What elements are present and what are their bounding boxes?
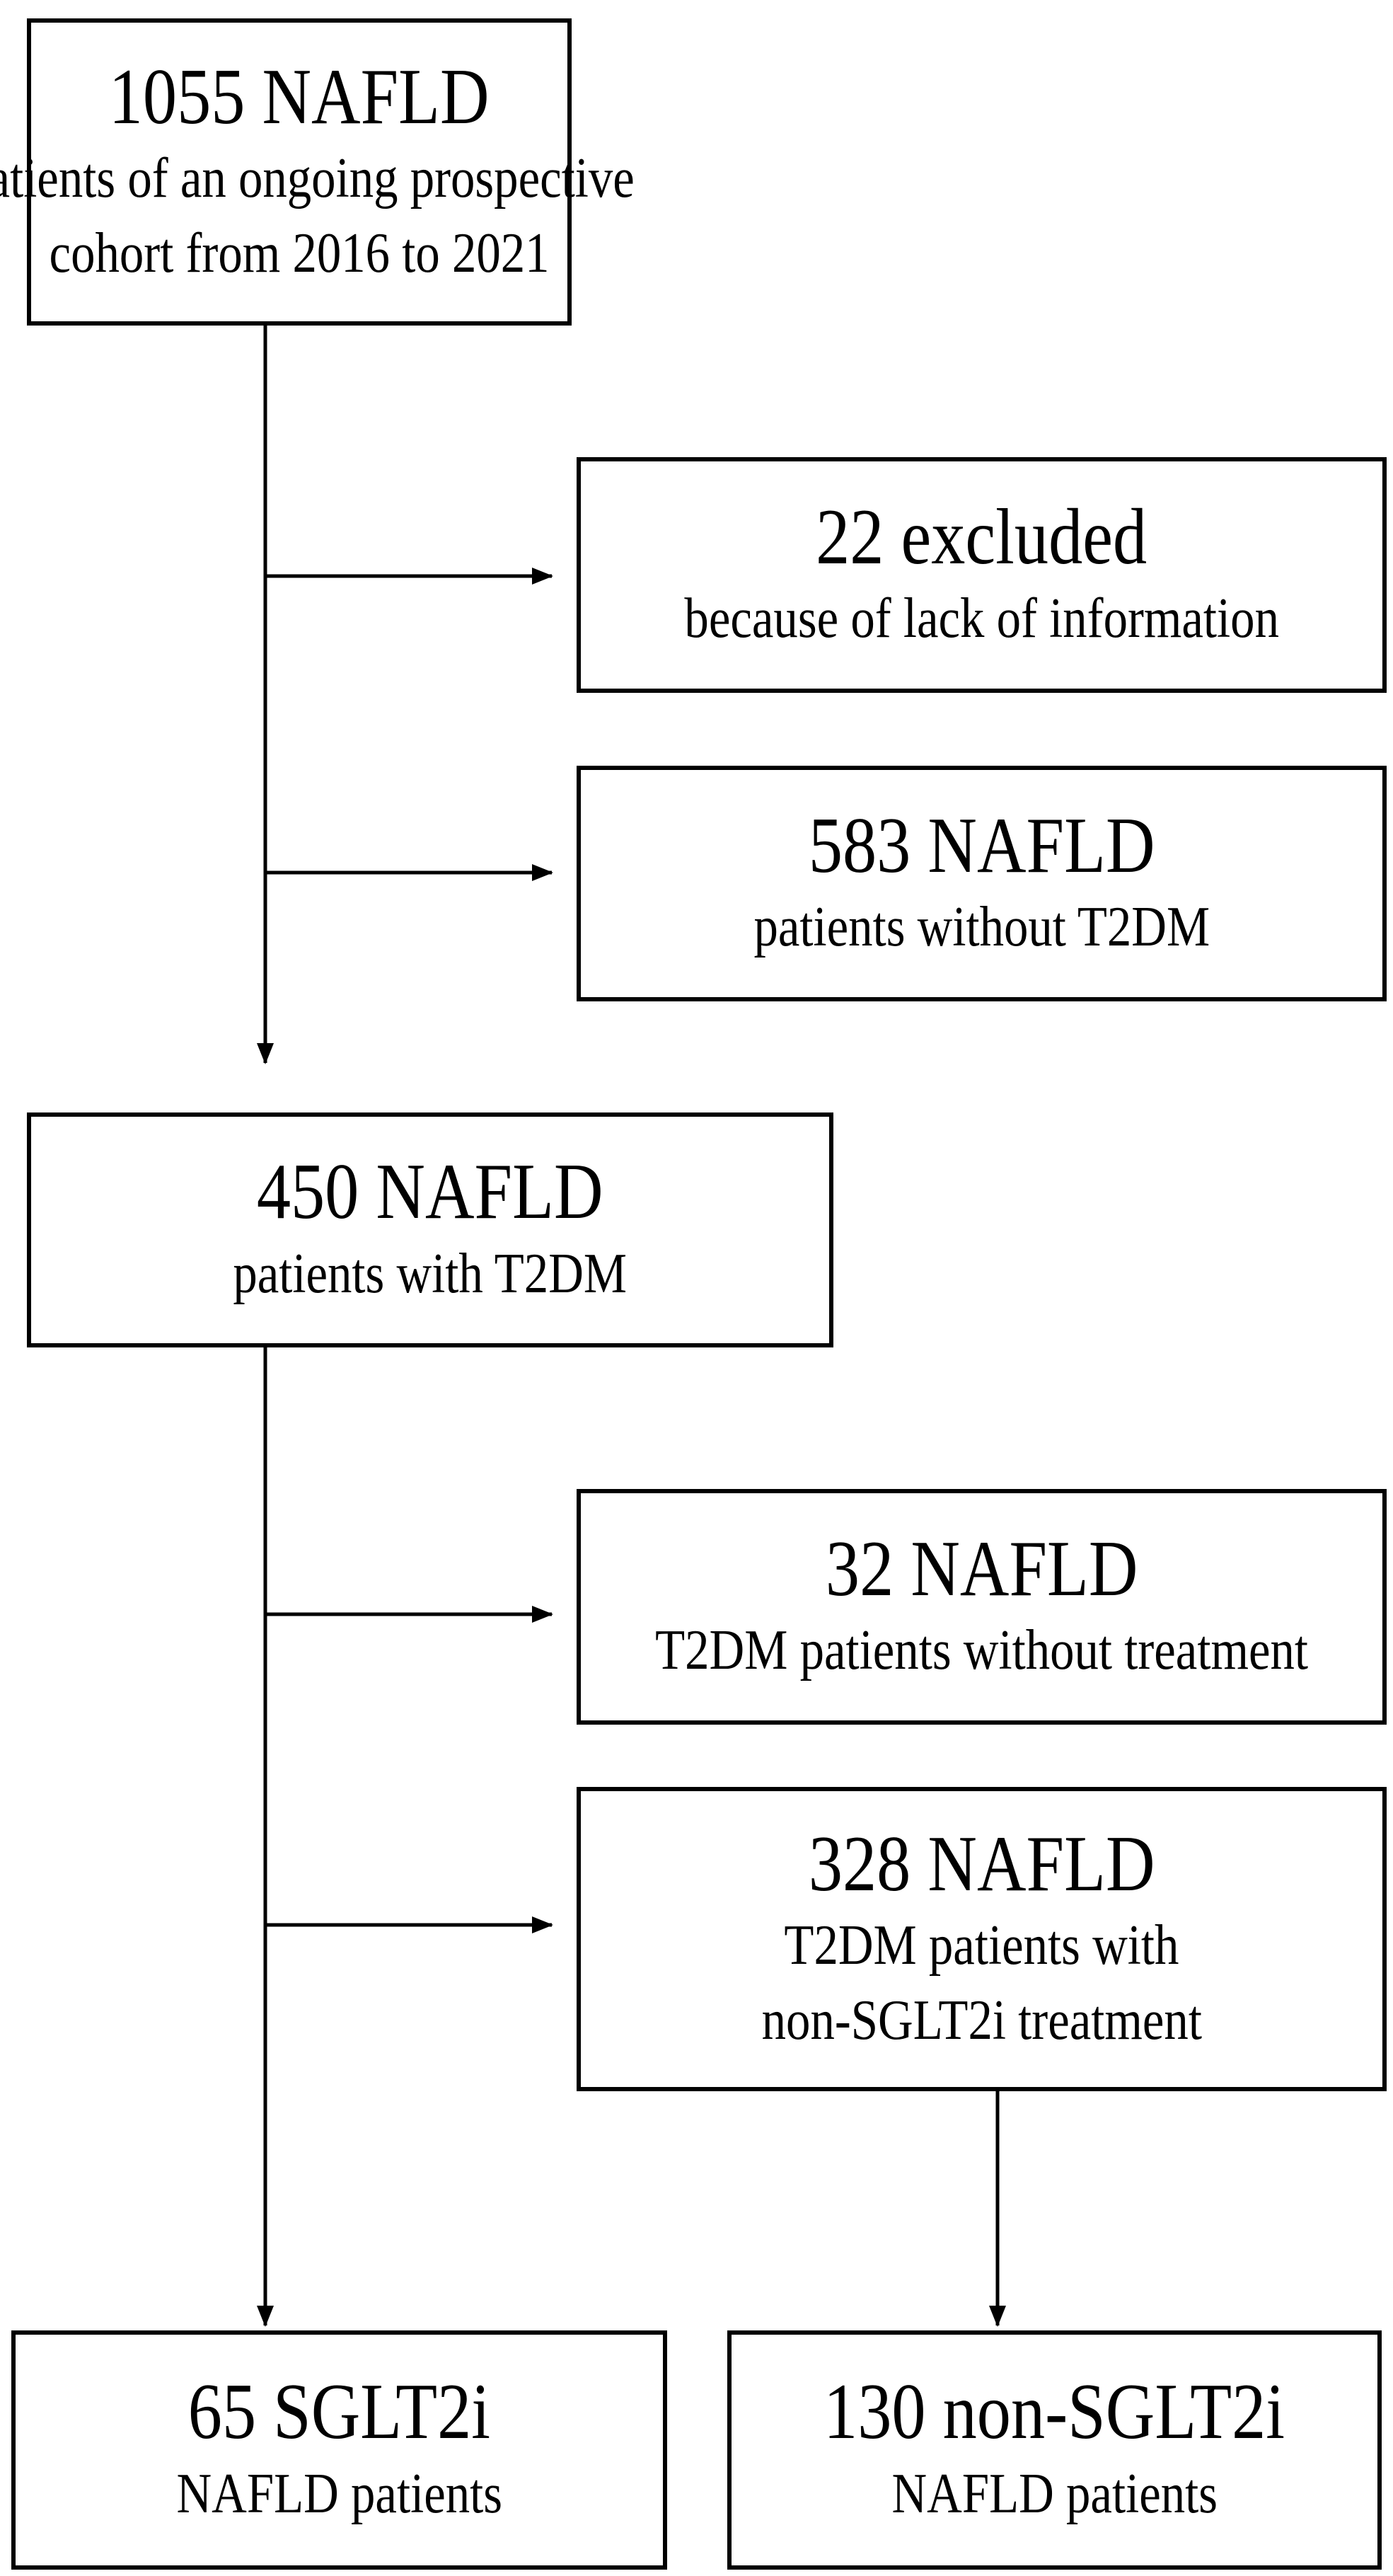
node-non-sglt2i-treatment-title: 328 NAFLD [808, 1819, 1155, 1908]
node-excluded-title: 22 excluded [816, 493, 1148, 581]
node-non-sglt2i-group-title: 130 non-SGLT2i [823, 2368, 1285, 2456]
node-cohort-title: 1055 NAFLD [109, 52, 490, 141]
node-with-t2dm: 450 NAFLD patients with T2DM [27, 1112, 833, 1347]
node-cohort-line-1: patients of an ongoing prospective [0, 147, 635, 210]
node-no-treatment-line-1: T2DM patients without treatment [655, 1619, 1308, 1682]
node-non-sglt2i-treatment: 328 NAFLD T2DM patients with non-SGLT2i … [577, 1787, 1387, 2091]
node-non-sglt2i-treatment-line-1: T2DM patients with [784, 1914, 1179, 1977]
node-non-sglt2i-treatment-line-2: non-SGLT2i treatment [761, 1989, 1202, 2052]
node-cohort-line-2: cohort from 2016 to 2021 [49, 222, 550, 284]
node-with-t2dm-title: 450 NAFLD [257, 1148, 603, 1236]
node-cohort: 1055 NAFLD patients of an ongoing prospe… [0, 18, 635, 326]
node-with-t2dm-line-1: patients with T2DM [233, 1242, 628, 1305]
node-without-t2dm-title: 583 NAFLD [808, 801, 1155, 890]
node-non-sglt2i-group-line-1: NAFLD patients [891, 2462, 1218, 2525]
node-non-sglt2i-group: 130 non-SGLT2i NAFLD patients [727, 2330, 1382, 2570]
node-excluded: 22 excluded because of lack of informati… [577, 457, 1387, 693]
node-sglt2i-group-title: 65 SGLT2i [187, 2368, 491, 2456]
node-without-t2dm: 583 NAFLD patients without T2DM [577, 766, 1387, 1001]
node-excluded-line-1: because of lack of information [684, 587, 1279, 650]
node-sglt2i-group-line-1: NAFLD patients [176, 2462, 502, 2525]
node-no-treatment-title: 32 NAFLD [825, 1524, 1138, 1613]
node-without-t2dm-line-1: patients without T2DM [753, 896, 1210, 959]
node-sglt2i-group: 65 SGLT2i NAFLD patients [11, 2330, 667, 2570]
node-no-treatment: 32 NAFLD T2DM patients without treatment [577, 1489, 1387, 1725]
